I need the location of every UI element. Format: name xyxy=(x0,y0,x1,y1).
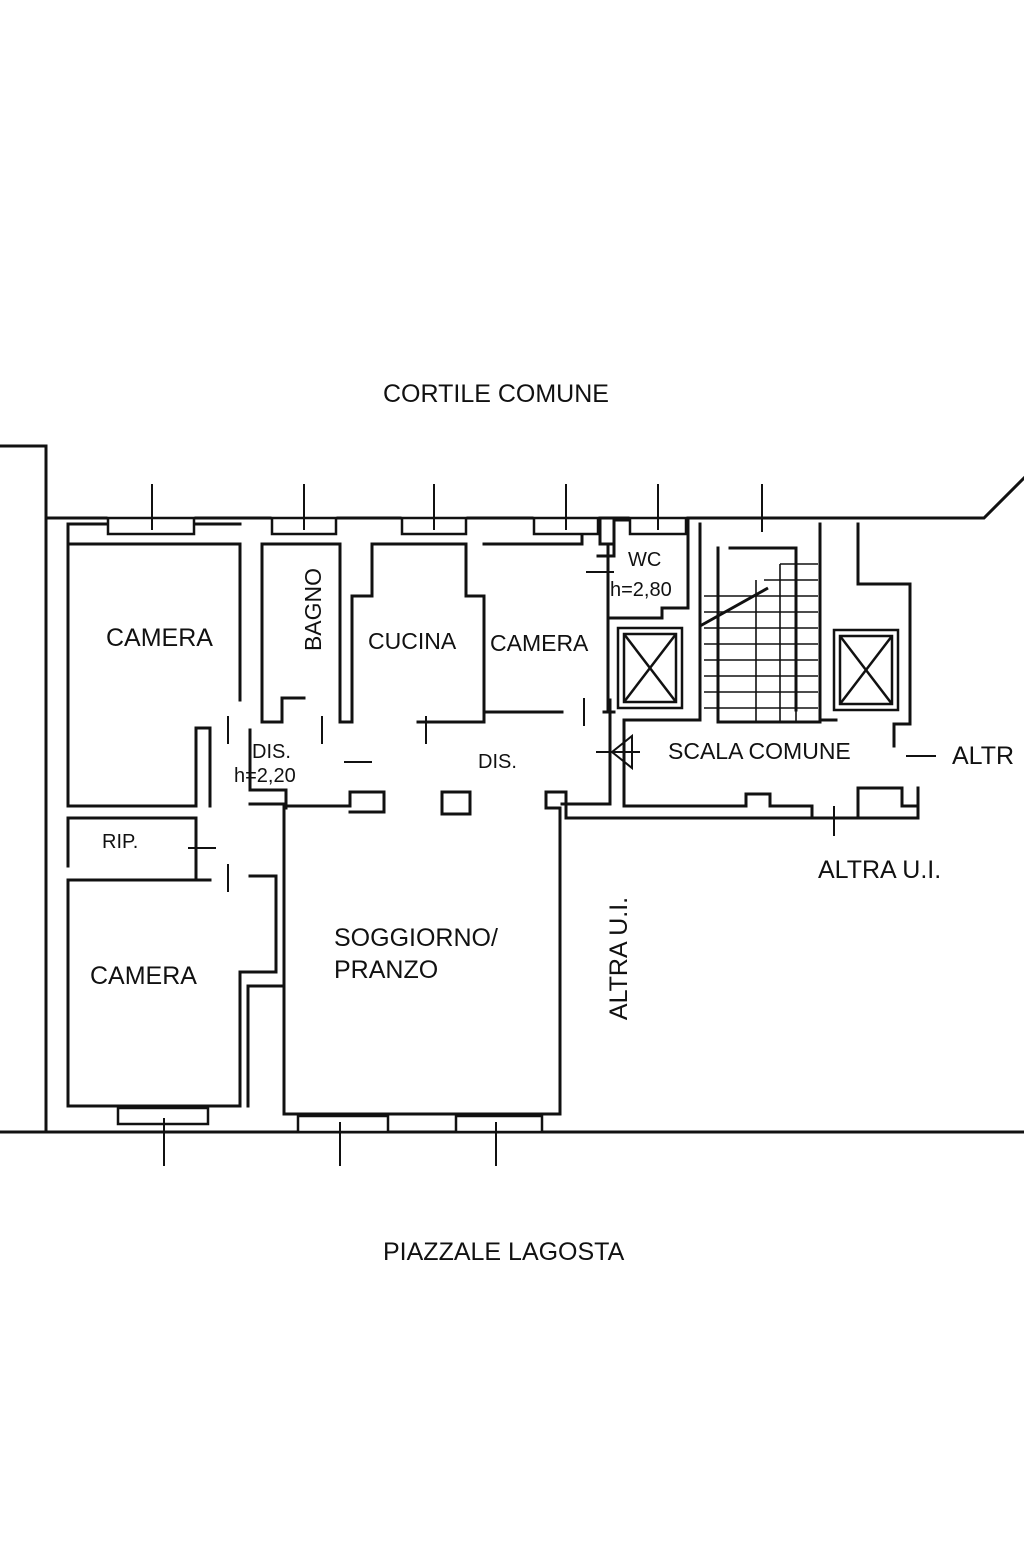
wall-soggiorno xyxy=(246,788,614,1116)
stair-label: SCALA COMUNE xyxy=(668,738,851,764)
room-label-soggiorno: SOGGIORNO/ xyxy=(334,924,498,952)
room-height-wc: h=2,80 xyxy=(610,579,672,601)
stair-treads xyxy=(699,548,818,722)
room-label-camera-top-middle: CAMERA xyxy=(490,630,589,656)
courtyard-label: CORTILE COMUNE xyxy=(383,380,609,408)
wall-stair-core xyxy=(564,522,920,820)
room-label-cucina: CUCINA xyxy=(368,628,457,654)
column-center xyxy=(440,790,472,816)
wall-camera-bottom-left xyxy=(66,874,278,1108)
wall-corridor xyxy=(248,698,612,806)
neighbor-label-vertical: ALTRA U.I. xyxy=(605,896,634,1021)
wall-bagno xyxy=(260,542,354,724)
street-label: PIAZZALE LAGOSTA xyxy=(383,1238,625,1266)
room-height-dis-left: h=2,20 xyxy=(234,765,296,787)
room-label-wc: WC xyxy=(628,549,662,571)
room-label-camera-top-left: CAMERA xyxy=(106,624,213,652)
entry-arrow xyxy=(596,733,640,771)
room-label-rip: RIP. xyxy=(102,831,139,853)
wall-wc xyxy=(596,518,690,620)
room-label-dis-left: DIS. xyxy=(252,741,291,763)
exterior-wall-top xyxy=(0,444,1024,520)
wall-cucina xyxy=(350,542,486,724)
room-label-camera-bottom-left: CAMERA xyxy=(90,962,197,990)
wall-camera-top-left xyxy=(66,522,242,808)
neighbor-label-right: ALTR xyxy=(952,742,1015,770)
room-label-bagno: BAGNO xyxy=(300,567,327,652)
lift-shafts xyxy=(616,626,900,712)
wall-stair-step-top xyxy=(716,546,822,724)
room-label-dis-center: DIS. xyxy=(478,751,517,773)
reference-ticks xyxy=(151,484,936,1166)
wall-camera-mid xyxy=(482,518,616,714)
wall-stair-right xyxy=(818,522,920,808)
room-label-pranzo: PRANZO xyxy=(334,956,439,984)
neighbor-label-below-stairs: ALTRA U.I. xyxy=(818,856,942,884)
